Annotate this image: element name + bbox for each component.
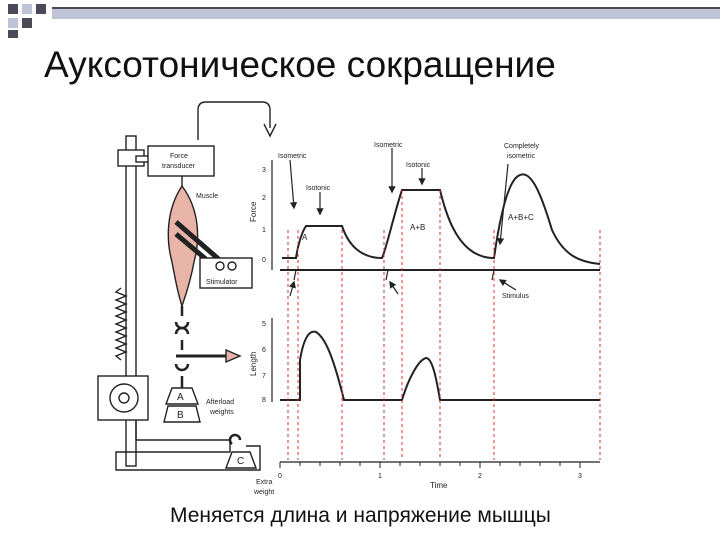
- length-ylabel: Length: [249, 352, 258, 376]
- force-ytick: 3: [262, 167, 266, 174]
- label-muscle: Muscle: [196, 193, 218, 200]
- label-force-transducer: Force: [170, 153, 188, 160]
- decor-square: [22, 4, 32, 14]
- length-ytick: 5: [262, 321, 266, 328]
- stimulus-mark: [293, 269, 495, 281]
- decor-square: [22, 18, 32, 28]
- annotation-isotonic-2: Isotonic: [406, 162, 431, 169]
- force-plot: Force 3 2 1 0: [249, 148, 601, 297]
- annotation-isometric-2: Isometric: [374, 142, 403, 149]
- electrode: [174, 220, 224, 264]
- apparatus: [97, 101, 277, 471]
- decor-bar-edge: [52, 7, 720, 9]
- decor-square: [36, 4, 46, 14]
- decor-square: [8, 18, 18, 28]
- slide-title: Ауксотоническое сокращение: [44, 44, 556, 85]
- label-weight-b: B: [177, 410, 184, 421]
- force-ytick: 2: [262, 195, 266, 202]
- label-force-transducer-2: transducer: [162, 163, 196, 170]
- force-ylabel: Force: [249, 201, 258, 222]
- signal-cable: [197, 101, 271, 140]
- slide-subtitle: Меняется длина и напряжение мышцы: [170, 504, 551, 527]
- label-stimulator: Stimulator: [206, 279, 238, 286]
- time-tick: 2: [478, 473, 482, 480]
- force-transducer: [147, 145, 215, 177]
- weight-a: [164, 387, 200, 405]
- time-tick: 0: [278, 473, 282, 480]
- length-ytick: 6: [262, 347, 266, 354]
- platform: [115, 420, 261, 471]
- length-ytick: 7: [262, 373, 266, 380]
- weight-b: [163, 405, 201, 423]
- time-xlabel: Time: [430, 481, 448, 490]
- pulley-wheel: [109, 383, 139, 413]
- annotation-abc: A+B+C: [508, 213, 534, 222]
- annotation-isotonic-1: Isotonic: [306, 185, 331, 192]
- decor-square: [8, 30, 18, 38]
- force-trace: [282, 173, 601, 265]
- time-ticks: [279, 462, 581, 468]
- label-weight-a: A: [177, 392, 184, 403]
- slide-decoration: [8, 4, 720, 38]
- annotation-isometric-1: Isometric: [278, 153, 307, 160]
- length-ytick: 8: [262, 397, 266, 404]
- stimulator: [199, 257, 253, 289]
- time-tick: 1: [378, 473, 382, 480]
- label-afterload: Afterload: [206, 399, 234, 406]
- hook: [174, 306, 190, 350]
- signal-cable-arrow: [263, 123, 277, 138]
- label-extra-weight-2: weight: [253, 489, 274, 496]
- annotation-stimulus: Stimulus: [502, 293, 529, 300]
- time-tick: 3: [578, 473, 582, 480]
- decor-square: [8, 4, 18, 14]
- annotation-completely-isometric: Completely: [504, 143, 540, 150]
- spring: [114, 287, 128, 361]
- annotation-ab: A+B: [410, 223, 425, 232]
- length-plot: Length 5 6 7 8 0 1 2 3 Time: [249, 318, 600, 490]
- stand-pole: [125, 135, 137, 467]
- hook: [228, 433, 242, 445]
- annotation-completely-isometric-2: isometric: [507, 153, 536, 160]
- hook: [174, 363, 190, 388]
- label-weight-c: C: [237, 456, 244, 467]
- label-extra-weight: Extra: [256, 479, 272, 486]
- pulley-block: [97, 375, 149, 421]
- length-trace: [280, 330, 600, 401]
- pointer: [225, 348, 242, 364]
- decor-bar: [52, 7, 720, 19]
- force-ytick: 0: [262, 257, 266, 264]
- guide-lines: [287, 190, 601, 460]
- force-ytick: 1: [262, 227, 266, 234]
- weight-c: [224, 451, 258, 469]
- label-afterload-2: weights: [209, 409, 234, 416]
- annotation-a: A: [302, 233, 308, 242]
